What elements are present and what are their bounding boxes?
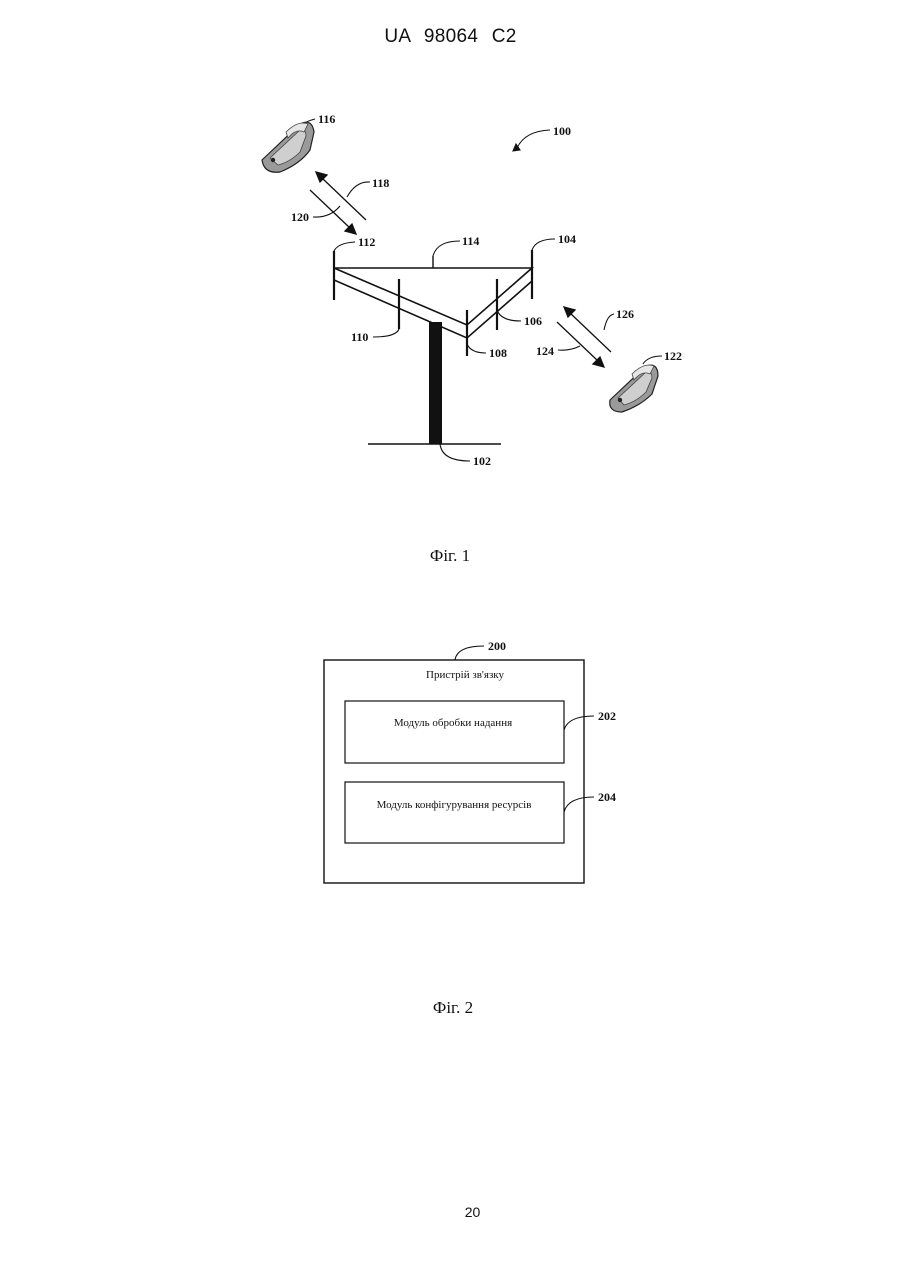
ref-126: 126 bbox=[616, 307, 634, 321]
link-arrows-116 bbox=[310, 172, 366, 234]
ref-122: 122 bbox=[664, 349, 682, 363]
module-1-label: Модуль обробки надання bbox=[394, 717, 512, 729]
ref-100: 100 bbox=[553, 124, 571, 138]
ref-124: 124 bbox=[536, 344, 554, 358]
resource-config-module-box bbox=[345, 782, 564, 843]
mobile-device-116 bbox=[262, 122, 314, 172]
ref-120: 120 bbox=[291, 210, 309, 224]
page-number: 20 bbox=[0, 1204, 901, 1220]
mobile-device-122 bbox=[610, 365, 658, 412]
tower-mast bbox=[429, 322, 442, 444]
ref-202: 202 bbox=[598, 709, 616, 723]
ref-114: 114 bbox=[462, 234, 479, 248]
device-label: Пристрій зв'язку bbox=[426, 669, 504, 681]
provisioning-module-box bbox=[345, 701, 564, 763]
ref-200: 200 bbox=[488, 639, 506, 653]
ref-204: 204 bbox=[598, 790, 616, 804]
ref-102: 102 bbox=[473, 454, 491, 468]
ref-112: 112 bbox=[358, 235, 375, 249]
ref-106: 106 bbox=[524, 314, 542, 328]
link-arrows-122 bbox=[557, 307, 611, 367]
module-2-label: Модуль конфігурування ресурсів bbox=[377, 799, 532, 811]
ref-104: 104 bbox=[558, 232, 576, 246]
ref-110: 110 bbox=[351, 330, 368, 344]
figure-2-caption: Фіг. 2 bbox=[433, 998, 473, 1017]
ref-118: 118 bbox=[372, 176, 389, 190]
ref-108: 108 bbox=[489, 346, 507, 360]
figure-1-caption: Фіг. 1 bbox=[430, 546, 470, 565]
communication-device-box bbox=[324, 660, 584, 883]
figure-2-drawing: Пристрій зв'язку Модуль обробки надання … bbox=[324, 639, 616, 883]
ref-116: 116 bbox=[318, 112, 335, 126]
